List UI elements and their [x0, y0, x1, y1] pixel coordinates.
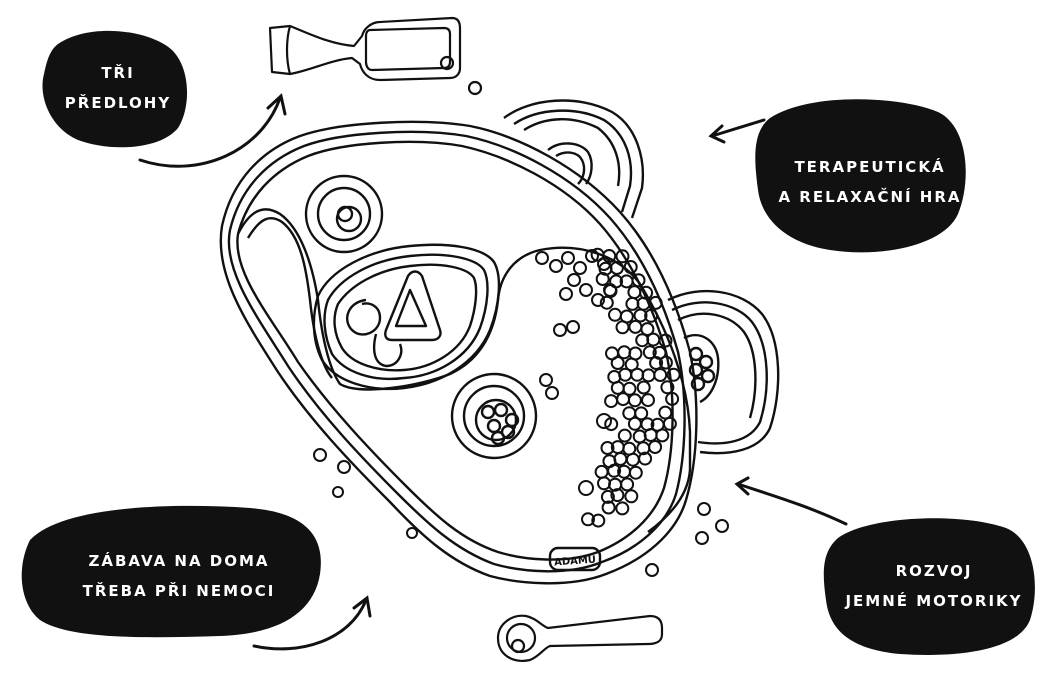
bead: [597, 476, 611, 491]
spoon-illustration: [496, 614, 664, 662]
bead: [665, 391, 680, 406]
bead: [610, 488, 625, 503]
bead: [561, 251, 575, 265]
bottle-illustration: [268, 16, 483, 96]
bead: [644, 308, 659, 323]
blob-therapy: [755, 99, 966, 253]
bead: [591, 513, 606, 528]
bead: [597, 257, 611, 271]
bead: [559, 287, 573, 301]
bead: [628, 319, 643, 334]
callout-motor-skills-line1: ROZVOJ: [895, 562, 973, 580]
bead: [617, 428, 632, 443]
bead: [660, 380, 675, 395]
bead: [600, 489, 615, 504]
bead: [620, 477, 635, 492]
bead: [618, 367, 633, 382]
bead: [609, 261, 624, 275]
callout-templates-line2: PŘEDLOHY: [64, 94, 172, 112]
blob-templates: [42, 30, 188, 148]
bear-tray: [219, 99, 780, 585]
callout-templates: TŘI PŘEDLOHY: [60, 58, 176, 118]
bead: [603, 283, 617, 297]
bead: [662, 416, 677, 431]
bead: [666, 367, 681, 382]
bead: [601, 500, 616, 515]
arrow-templates: [138, 93, 287, 168]
arrow-motor-skills: [734, 476, 848, 526]
bead: [627, 416, 642, 431]
bead: [599, 295, 614, 310]
bead: [630, 367, 645, 382]
callout-motor-skills: ROZVOJ JEMNÉ MOTORIKY: [836, 556, 1032, 616]
brand-text: ADAMU: [554, 555, 597, 569]
bead: [535, 251, 549, 265]
bead: [642, 345, 657, 360]
blob-motor-skills: [823, 518, 1035, 655]
bead: [615, 501, 630, 516]
bead: [648, 295, 663, 310]
bead: [640, 322, 655, 337]
loose-beads: [313, 320, 729, 577]
bead: [615, 249, 630, 264]
bead: [627, 285, 642, 300]
callout-home-fun-line2: TŘEBA PŘI NEMOCI: [82, 582, 276, 600]
arrow-therapy: [708, 118, 766, 144]
bead: [634, 406, 649, 421]
bead: [622, 381, 637, 396]
arrow-home-fun: [252, 595, 372, 651]
callout-therapy-line1: TERAPEUTICKÁ: [794, 158, 946, 176]
callout-home-fun: ZÁBAVA NA DOMA TŘEBA PŘI NEMOCI: [44, 546, 314, 606]
bead: [604, 394, 619, 409]
bead: [624, 489, 639, 504]
bead: [628, 465, 643, 480]
bead-cluster: [535, 247, 681, 528]
bead: [591, 293, 605, 307]
bead: [616, 392, 631, 407]
bead: [653, 368, 668, 382]
bead: [585, 249, 599, 263]
bead: [625, 452, 640, 467]
bead: [658, 405, 673, 420]
bead: [549, 259, 563, 273]
bead: [579, 283, 593, 297]
bead: [649, 356, 664, 370]
bead: [567, 273, 581, 287]
bead: [627, 393, 642, 408]
callout-home-fun-line1: ZÁBAVA NA DOMA: [88, 552, 270, 570]
bead: [648, 440, 663, 454]
callout-therapy-line2: A RELAXAČNÍ HRA: [778, 188, 962, 206]
callout-templates-line1: TŘI: [101, 64, 135, 82]
bead: [636, 380, 651, 395]
bead: [655, 428, 670, 443]
bead: [641, 368, 656, 383]
bead: [573, 261, 587, 275]
bead: [625, 296, 640, 311]
bead: [594, 464, 609, 479]
bead: [607, 463, 622, 478]
bead: [631, 273, 646, 288]
bead: [581, 512, 595, 527]
bead: [615, 320, 630, 335]
bead: [595, 272, 610, 286]
callout-motor-skills-line2: JEMNÉ MOTORIKY: [845, 592, 1023, 610]
bead: [658, 333, 673, 348]
bead: [658, 355, 673, 370]
bead: [610, 356, 625, 370]
bead: [623, 260, 638, 274]
callout-therapy: TERAPEUTICKÁ A RELAXAČNÍ HRA: [770, 152, 970, 212]
bead: [638, 451, 653, 466]
bead: [610, 380, 625, 395]
bead: [613, 452, 628, 466]
bead: [641, 393, 655, 408]
bead: [633, 308, 648, 323]
blob-home-fun: [21, 505, 321, 638]
bead: [608, 307, 622, 322]
bead: [600, 441, 615, 455]
